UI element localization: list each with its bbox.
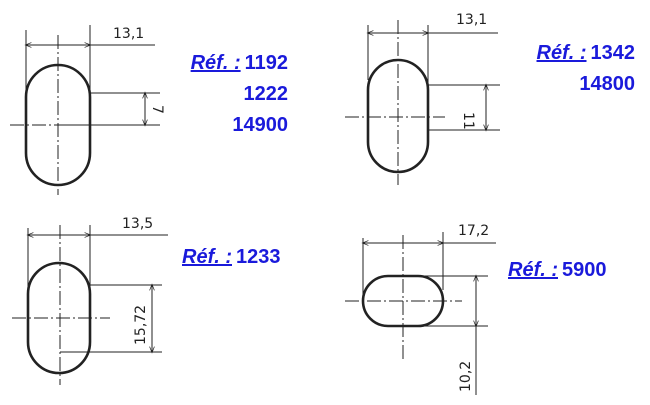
drawing-4-width-dim: 17,2 xyxy=(458,223,489,239)
drawing-2 xyxy=(345,20,500,185)
drawing-4-height-dim: 10,2 xyxy=(458,361,474,392)
drawing-1-height-dim: 7 xyxy=(149,105,165,114)
reference-number: 1342 xyxy=(590,42,636,64)
drawing-3-width-dim: 13,5 xyxy=(122,216,153,232)
reference-line: Réf. :5900 xyxy=(508,255,607,286)
reference-label: Réf. : xyxy=(508,259,558,281)
reference-number: 5900 xyxy=(562,259,607,281)
reference-number: 1233 xyxy=(236,246,281,268)
drawing-4 xyxy=(345,232,496,395)
drawing-2-width-dim: 13,1 xyxy=(456,12,487,28)
reference-label: Réf. : xyxy=(182,246,232,268)
drawing-3 xyxy=(12,225,168,385)
drawing-3-height-dim: 15,72 xyxy=(133,305,149,345)
drawing-1-width-dim: 13,1 xyxy=(113,26,144,42)
reference-line: Réf. :1192 xyxy=(162,48,288,79)
drawing-1 xyxy=(10,25,160,195)
reference-block-4: Réf. :5900 xyxy=(508,255,607,286)
reference-label: Réf. : xyxy=(190,52,241,74)
reference-block-3: Réf. :1233 xyxy=(182,242,281,273)
reference-number: 1222 xyxy=(243,83,289,105)
reference-line: Réf. :1233 xyxy=(182,242,281,273)
reference-block-1: Réf. :1192 1222 14900 xyxy=(162,48,288,141)
reference-number: 14900 xyxy=(232,114,288,136)
reference-line: Réf. :1342 xyxy=(505,38,636,69)
drawing-2-height-dim: 11 xyxy=(460,112,476,130)
reference-block-2: Réf. :1342 14800 xyxy=(505,38,636,100)
reference-number: 1192 xyxy=(244,52,288,74)
reference-number: 14800 xyxy=(579,73,635,95)
reference-label: Réf. : xyxy=(536,42,587,64)
